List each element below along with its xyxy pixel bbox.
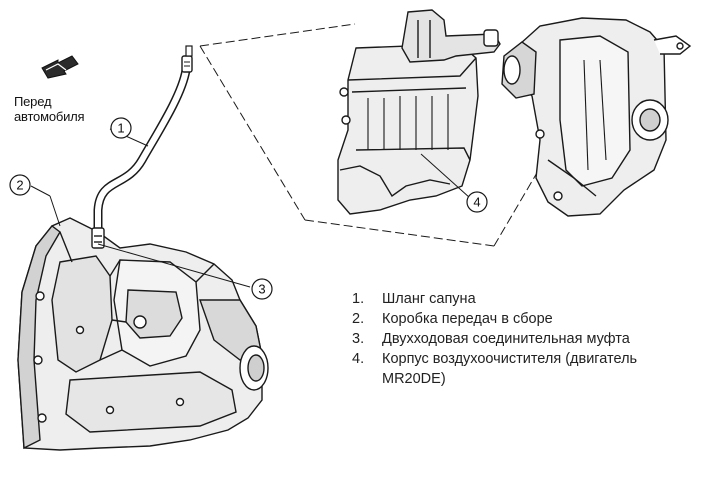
leader-lines: [30, 128, 471, 288]
callout-4: 4: [466, 191, 488, 213]
callout-2: 2: [9, 174, 31, 196]
legend-number: 2.: [352, 311, 365, 327]
front-of-vehicle-label: Перед автомобиля: [14, 94, 85, 124]
svg-text:4: 4: [473, 195, 480, 210]
svg-text:3: 3: [258, 282, 265, 297]
air-cleaner-upper-case: [501, 17, 692, 217]
two-way-connector: [91, 227, 105, 249]
legend-text: Корпус воздухоочистителя (двигатель MR20…: [382, 351, 638, 387]
legend-item: 4. Корпус воздухоочистителя (двигатель M…: [352, 349, 682, 389]
svg-text:1: 1: [117, 121, 124, 136]
legend-item: 2. Коробка передач в сборе: [352, 309, 682, 329]
legend-item: 1. Шланг сапуна: [352, 289, 682, 309]
callout-1: 1: [110, 117, 132, 139]
legend-text: Двухходовая соединительная муфта: [382, 331, 630, 347]
legend-number: 3.: [352, 331, 365, 347]
callout-3: 3: [251, 278, 273, 300]
legend-item: 3. Двухходовая соединительная муфта: [352, 329, 682, 349]
legend-text: Шланг сапуна: [382, 291, 476, 307]
legend-number: 1.: [352, 291, 365, 307]
breather-hose: [93, 45, 193, 237]
front-label-line2: автомобиля: [14, 109, 85, 124]
legend-number: 4.: [352, 351, 365, 367]
svg-text:2: 2: [16, 178, 23, 193]
front-arrow-icon: [41, 55, 79, 79]
dashed-connection-outline: [199, 23, 549, 247]
legend: 1. Шланг сапуна 2. Коробка передач в сбо…: [352, 289, 682, 389]
air-cleaner-lower-case: [337, 9, 501, 215]
transmission-assembly: [17, 217, 269, 451]
front-label-line1: Перед: [14, 94, 52, 109]
legend-text: Коробка передач в сборе: [382, 311, 553, 327]
